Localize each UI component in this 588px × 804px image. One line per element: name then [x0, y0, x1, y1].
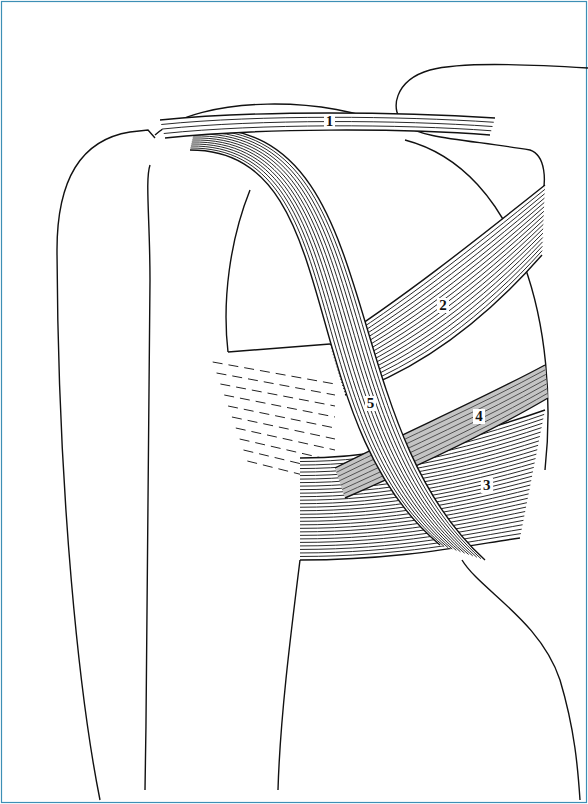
band-fibre	[300, 525, 523, 550]
head-outline	[226, 190, 250, 352]
band-fibre	[300, 529, 522, 553]
scapula-border	[462, 560, 580, 800]
callout-number: 5	[365, 396, 377, 411]
hatch-line	[228, 406, 335, 428]
humerus-inner-line	[145, 165, 150, 790]
callout-number: 3	[481, 478, 493, 493]
band-fibre	[165, 130, 490, 138]
band-fibre	[195, 128, 485, 560]
ligament-bands	[160, 113, 548, 560]
band-fibre	[191, 146, 448, 548]
hatch-line	[217, 373, 335, 395]
hatch-line	[236, 428, 335, 450]
band-fibre	[300, 534, 521, 557]
callout-number: 4	[473, 409, 485, 424]
callout-number: 2	[437, 298, 449, 313]
band-fill	[160, 113, 495, 138]
humerus-outline	[57, 130, 155, 800]
band-fibre	[192, 140, 460, 552]
humerus-neck-line	[278, 560, 300, 790]
band-fibre	[194, 134, 473, 556]
bone-outlines	[57, 65, 588, 801]
callout-number: 1	[324, 114, 336, 129]
band-fibre	[300, 538, 520, 560]
band-fill	[190, 128, 485, 560]
hatch-line	[213, 362, 335, 384]
band-fibre	[194, 132, 477, 557]
neck-line	[228, 344, 330, 352]
ligament-band	[190, 128, 485, 560]
band-fibre	[190, 148, 444, 546]
hatch-line	[232, 417, 335, 439]
band-fibre	[190, 150, 440, 545]
band-fibre	[192, 142, 457, 550]
band-fibre	[193, 138, 465, 553]
hatch-line	[220, 384, 335, 406]
band-fibre	[191, 144, 452, 549]
band-fibre	[195, 130, 481, 559]
hatch-line	[224, 395, 335, 417]
ligament-band	[160, 113, 495, 138]
coracoid-outline	[396, 65, 588, 206]
